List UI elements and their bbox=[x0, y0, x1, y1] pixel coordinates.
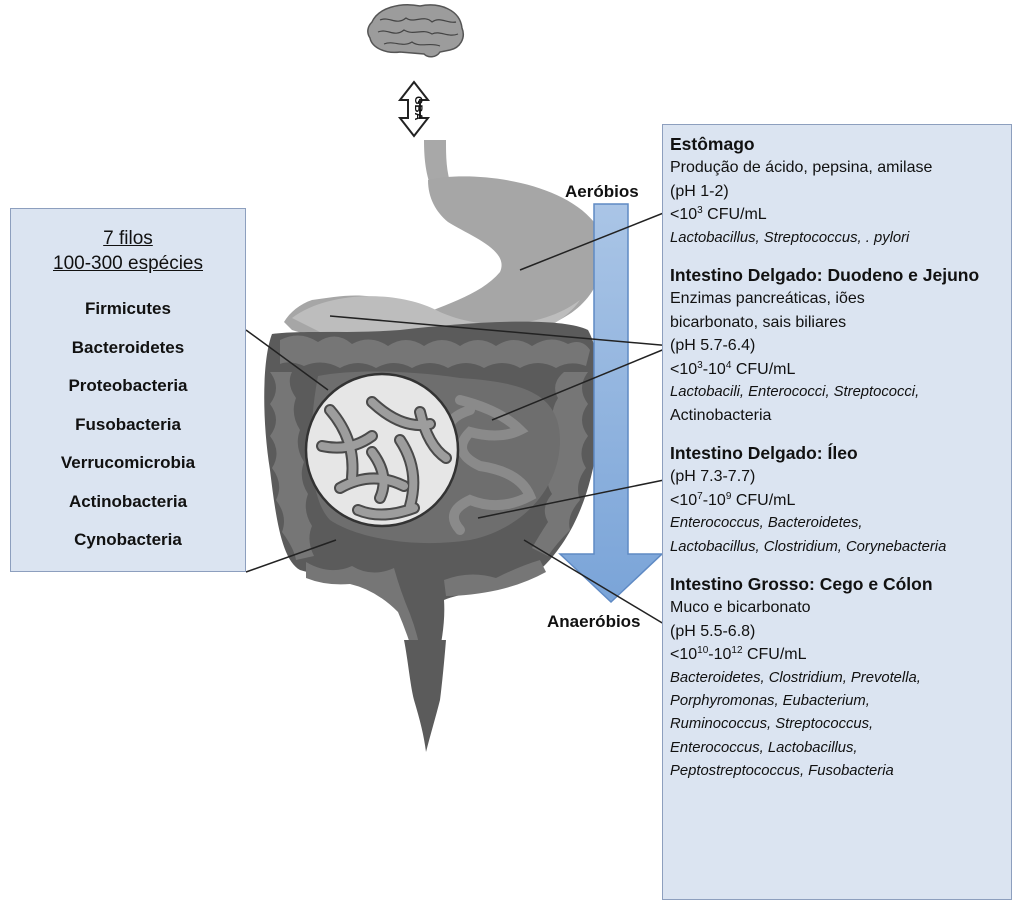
phylum-item: Actinobacteria bbox=[11, 483, 245, 522]
cfu-part-post: CFU/mL bbox=[731, 492, 795, 509]
cfu-part-mid: -10 bbox=[703, 361, 726, 378]
cfu-count: <1010-1012 CFU/mL bbox=[670, 643, 1011, 666]
bacteria-list: Porphyromonas, Eubacterium, bbox=[670, 690, 1011, 713]
section-line: (pH 5.5-6.8) bbox=[670, 620, 1011, 643]
bacteria-list: Lactobacillus, Streptococcus, . pylori bbox=[670, 227, 1011, 250]
cfu-part-pre: <10 bbox=[670, 361, 697, 378]
cfu-part-mid: -10 bbox=[703, 492, 726, 509]
cfu-count: <103 CFU/mL bbox=[670, 203, 1011, 226]
gba-label: GBA bbox=[412, 96, 424, 120]
cfu-part-pre: <10 bbox=[670, 206, 697, 223]
anaerobic-label: Anaeróbios bbox=[547, 612, 641, 632]
section-line: (pH 5.7-6.4) bbox=[670, 334, 1011, 357]
cfu-part-mid: -10 bbox=[708, 646, 731, 663]
bacteria-list: Ruminococcus, Streptococcus, bbox=[670, 713, 1011, 736]
bacteria-list: Enterococcus, Bacteroidetes, bbox=[670, 512, 1011, 535]
cfu-part-pre: <10 bbox=[670, 492, 697, 509]
section-line: Produção de ácido, pepsina, amilase bbox=[670, 156, 1011, 179]
section-line: (pH 1-2) bbox=[670, 180, 1011, 203]
phylum-item: Cynobacteria bbox=[11, 521, 245, 560]
bacteria-list: Peptostreptococcus, Fusobacteria bbox=[670, 760, 1011, 783]
species-count: 100-300 espécies bbox=[11, 251, 245, 276]
phyla-count: 7 filos bbox=[11, 226, 245, 251]
phylum-item: Proteobacteria bbox=[11, 367, 245, 406]
section-line: bicarbonato, sais biliares bbox=[670, 311, 1011, 334]
bacteria-list: Bacteroidetes, Clostridium, Prevotella, bbox=[670, 667, 1011, 690]
section-line: (pH 7.3-7.7) bbox=[670, 465, 1011, 488]
cfu-part-post: CFU/mL bbox=[743, 646, 807, 663]
bacteria-magnifier bbox=[306, 374, 458, 526]
phylum-item: Bacteroidetes bbox=[11, 329, 245, 368]
cfu-count: <107-109 CFU/mL bbox=[670, 489, 1011, 512]
cfu-part-post: CFU/mL bbox=[731, 361, 795, 378]
cfu-part-sup: 10 bbox=[697, 645, 708, 656]
phylum-item: Fusobacteria bbox=[11, 406, 245, 445]
bacteria-list: Lactobacili, Enterococci, Streptococci, bbox=[670, 381, 1011, 404]
bacteria-list: Enterococcus, Lactobacillus, bbox=[670, 737, 1011, 760]
phyla-header: 7 filos 100-300 espécies bbox=[11, 226, 245, 276]
phylum-item: Verrucomicrobia bbox=[11, 444, 245, 483]
phylum-item: Firmicutes bbox=[11, 290, 245, 329]
section-title: Estômago bbox=[670, 133, 1011, 156]
cfu-part-post: CFU/mL bbox=[703, 206, 767, 223]
cfu-count: <103-104 CFU/mL bbox=[670, 358, 1011, 381]
section-line: Enzimas pancreáticas, iões bbox=[670, 287, 1011, 310]
cfu-part-sup2: 12 bbox=[731, 645, 742, 656]
bacteria-list: Lactobacillus, Clostridium, Corynebacter… bbox=[670, 536, 1011, 559]
section-line: Muco e bicarbonato bbox=[670, 596, 1011, 619]
section-line: Actinobacteria bbox=[670, 404, 1011, 427]
section-title: Intestino Delgado: Íleo bbox=[670, 442, 1011, 465]
cfu-part-pre: <10 bbox=[670, 646, 697, 663]
section-title: Intestino Delgado: Duodeno e Jejuno bbox=[670, 264, 1011, 287]
brain-icon bbox=[368, 5, 463, 57]
aerobic-label: Aeróbios bbox=[565, 182, 639, 202]
gut-section: Intestino Delgado: Íleo(pH 7.3-7.7)<107-… bbox=[670, 442, 1011, 559]
section-title: Intestino Grosso: Cego e Cólon bbox=[670, 573, 1011, 596]
